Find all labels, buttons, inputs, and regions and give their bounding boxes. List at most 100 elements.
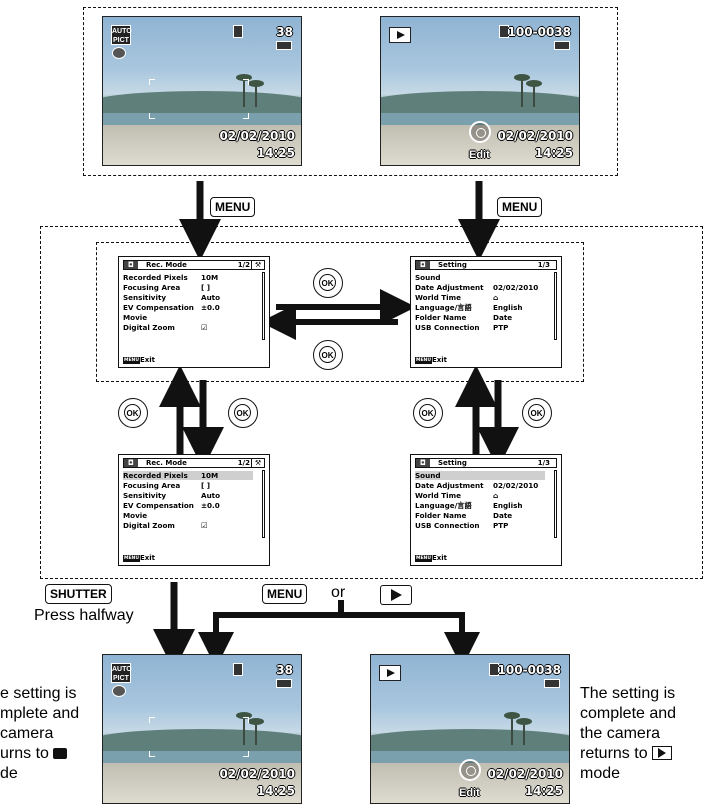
playback-icon <box>652 746 673 760</box>
playback-mode-icon <box>389 27 411 43</box>
note-line: e setting is <box>0 685 77 702</box>
time-stamp: 14:25 <box>524 784 563 798</box>
date-stamp: 02/02/2010 <box>219 767 295 781</box>
file-number: 100-0038 <box>497 663 561 677</box>
ok-left-button-icon: OK <box>313 340 343 370</box>
menu-exit[interactable]: MENUExit <box>415 356 448 364</box>
wrench-icon: ⚒ <box>251 459 264 467</box>
scrollbar[interactable] <box>262 470 265 538</box>
playback-mode-icon <box>379 665 401 681</box>
date-stamp: 02/02/2010 <box>219 129 295 143</box>
date-stamp: 02/02/2010 <box>487 767 563 781</box>
menu-row[interactable]: Movie <box>123 313 148 322</box>
menu-title: Setting <box>438 459 467 467</box>
menu-title: Setting <box>438 261 467 269</box>
memory-card-icon <box>489 663 499 676</box>
edit-label: Edit <box>469 149 490 161</box>
menu-row-selected[interactable]: Sound <box>415 471 545 480</box>
memory-card-icon <box>233 663 243 676</box>
playback-screen-top: 100-0038 Edit 02/02/2010 14:25 <box>380 16 580 166</box>
menu-page: 1/3 <box>537 261 550 269</box>
battery-icon <box>276 679 292 688</box>
menu-button-label: MENU <box>497 197 543 217</box>
menu-row[interactable]: EV Compensation±0.0 <box>123 303 220 312</box>
top-screens-frame <box>83 7 618 176</box>
menu-row[interactable]: Digital Zoom☑ <box>123 323 208 332</box>
note-line: The setting is <box>580 685 676 702</box>
time-stamp: 14:25 <box>534 146 573 160</box>
ok-down-button-icon: OK <box>228 398 258 428</box>
menu-row[interactable]: EV Compensation±0.0 <box>123 501 220 510</box>
note-line: camera <box>0 725 54 742</box>
note-line: complete and <box>580 705 677 722</box>
camera-tab-icon: ◘ <box>124 261 138 269</box>
playback-screen-bottom: 100-0038 Edit 02/02/2010 14:25 <box>370 654 570 804</box>
note-line: the camera <box>580 725 661 742</box>
face-detect-icon <box>112 685 126 697</box>
menu-row[interactable]: Focusing Area[ ] <box>123 481 211 490</box>
note-line: mode <box>580 765 621 782</box>
menu-row[interactable]: Focusing Area[ ] <box>123 283 211 292</box>
file-number: 100-0038 <box>507 25 571 39</box>
menu-title: Rec. Mode <box>146 261 187 269</box>
right-note: The setting is complete and the camera r… <box>580 684 708 784</box>
face-detect-icon <box>112 47 126 59</box>
menu-exit[interactable]: MENUExit <box>123 356 156 364</box>
ok-down-button-icon: OK <box>522 398 552 428</box>
memory-card-icon <box>233 25 243 38</box>
four-way-controller-icon <box>459 759 481 781</box>
playback-button-icon <box>380 585 412 605</box>
shutter-button-label: SHUTTER <box>45 584 112 604</box>
time-stamp: 14:25 <box>256 784 295 798</box>
four-way-controller-icon <box>469 121 491 143</box>
memory-card-icon <box>499 25 509 38</box>
menu-row[interactable]: Digital Zoom☑ <box>123 521 208 530</box>
scrollbar[interactable] <box>554 272 557 340</box>
scrollbar[interactable] <box>554 470 557 538</box>
menu-exit[interactable]: MENUExit <box>415 554 448 562</box>
menu-page: 1/3 <box>537 459 550 467</box>
inner-menu-frame <box>96 242 584 382</box>
wrench-icon: ⚒ <box>251 261 264 269</box>
menu-exit[interactable]: MENUExit <box>123 554 156 562</box>
menu-row[interactable]: World Time⌂ <box>415 293 499 302</box>
note-line: de <box>0 765 18 782</box>
edit-label: Edit <box>459 787 480 799</box>
menu-page: 1/2 <box>237 261 250 269</box>
scrollbar[interactable] <box>262 272 265 340</box>
camera-icon <box>53 748 68 759</box>
press-halfway-label: Press halfway <box>34 607 134 624</box>
menu-region-frame <box>40 226 703 579</box>
menu-button-label: MENU <box>210 197 256 217</box>
menu-row[interactable]: Sound <box>415 273 441 282</box>
date-stamp: 02/02/2010 <box>497 129 573 143</box>
ok-up-button-icon: OK <box>413 398 443 428</box>
menu-page: 1/2 <box>237 459 250 467</box>
menu-row[interactable]: World Time⌂ <box>415 491 499 500</box>
camera-tab-icon: ◘ <box>416 261 430 269</box>
menu-row[interactable]: Movie <box>123 511 148 520</box>
menu-title: Rec. Mode <box>146 459 187 467</box>
battery-icon <box>276 41 292 50</box>
or-label: or <box>331 584 346 601</box>
camera-tab-icon: ◘ <box>124 459 138 467</box>
